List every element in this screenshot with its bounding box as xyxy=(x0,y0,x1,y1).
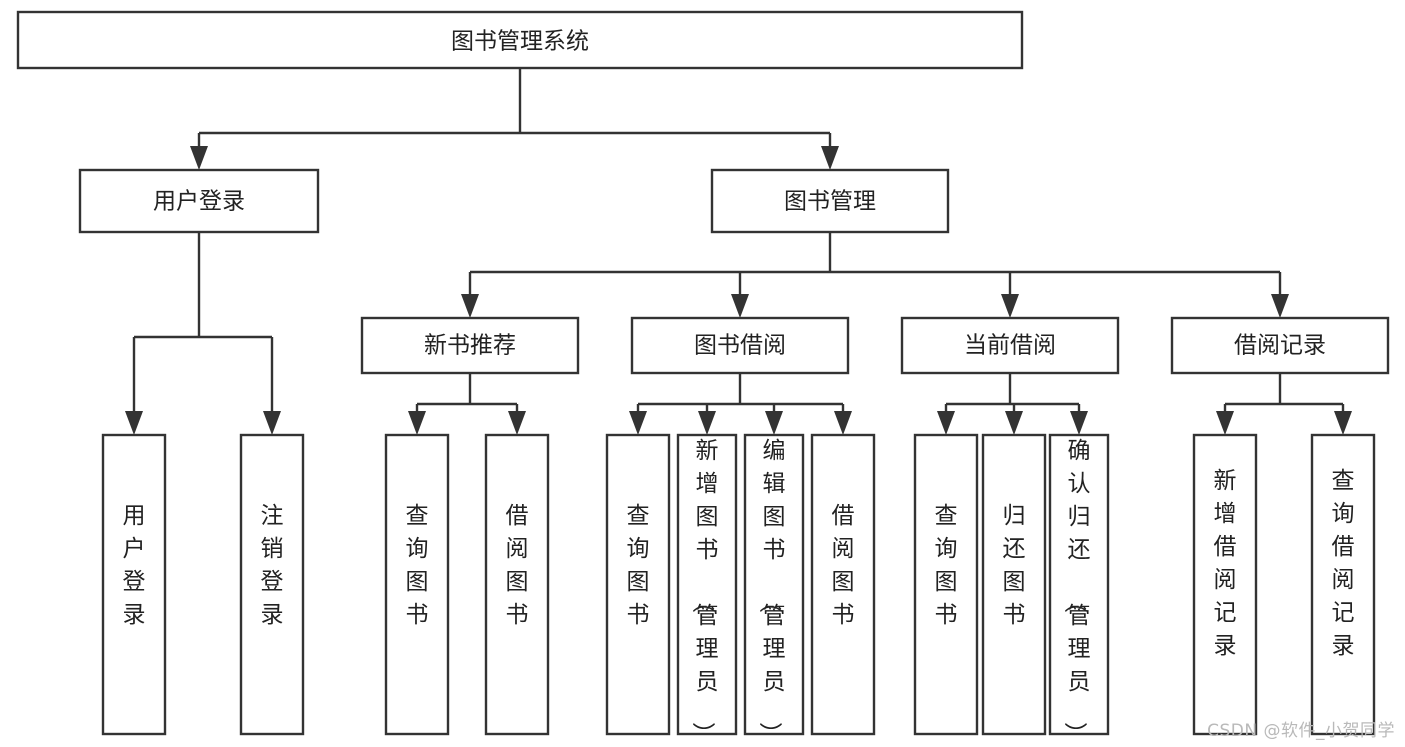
node-leaf-edit-book-admin-label: 编辑图书（管理员） xyxy=(757,438,786,745)
node-leaf-query-book-newbook-label: 查询图书 xyxy=(406,503,429,628)
node-leaf-add-book-admin[interactable]: 新增图书（管理员） xyxy=(676,433,738,745)
node-box xyxy=(900,316,1120,375)
node-box xyxy=(1048,433,1110,736)
node-leaf-query-borrow-record[interactable]: 查询借阅记录 xyxy=(1310,433,1376,736)
arrowhead-icon-leaf-confirm-return xyxy=(1070,411,1088,435)
node-current-borrow-label: 当前借阅 xyxy=(964,333,1056,359)
arrowhead-icon-leaf-add-record xyxy=(1216,411,1234,435)
node-leaf-query-book-current[interactable]: 查询图书 xyxy=(913,433,979,736)
node-current-borrow[interactable]: 当前借阅 xyxy=(900,316,1120,375)
node-box xyxy=(16,10,1024,70)
node-user-login-label: 用户登录 xyxy=(153,189,245,215)
node-box xyxy=(981,433,1047,736)
node-borrow-record-label: 借阅记录 xyxy=(1234,333,1326,359)
arrowhead-icon-leaf-logout xyxy=(263,411,281,435)
node-leaf-add-borrow-record[interactable]: 新增借阅记录 xyxy=(1192,433,1258,736)
node-book-borrow-label: 图书借阅 xyxy=(694,333,786,359)
arrowhead-icon-current xyxy=(1001,294,1019,318)
node-box xyxy=(676,433,738,736)
node-borrow-record[interactable]: 借阅记录 xyxy=(1170,316,1390,375)
arrowhead-icon-leaf-query-book-1 xyxy=(408,411,426,435)
arrowhead-icon-leaf-user-login xyxy=(125,411,143,435)
node-box xyxy=(239,433,305,736)
arrowhead-icon-leaf-borrow-book-1 xyxy=(508,411,526,435)
node-new-book-recommend-label: 新书推荐 xyxy=(424,333,516,359)
node-box xyxy=(360,316,580,375)
node-leaf-borrow-book-borrow[interactable]: 借阅图书 xyxy=(810,433,876,736)
node-box xyxy=(78,168,320,234)
node-leaf-query-borrow-record-label: 查询借阅记录 xyxy=(1332,468,1355,659)
arrowhead-icon-leaf-query-book-2 xyxy=(629,411,647,435)
connectors-layer xyxy=(125,68,1352,435)
node-box xyxy=(710,168,950,234)
arrowhead-icon-borrow xyxy=(731,294,749,318)
node-user-login[interactable]: 用户登录 xyxy=(78,168,320,234)
arrowhead-icon-leaf-add-book xyxy=(698,411,716,435)
node-leaf-user-login-label: 用户登录 xyxy=(123,503,146,628)
csdn-watermark: CSDN @软件_小贺同学 xyxy=(1207,721,1395,741)
arrowhead-icon-book-manage xyxy=(821,146,839,170)
arrowhead-icon-newbook xyxy=(461,294,479,318)
node-leaf-query-book-newbook[interactable]: 查询图书 xyxy=(384,433,450,736)
node-book-management-label: 图书管理 xyxy=(784,189,876,215)
node-box xyxy=(810,433,876,736)
node-box xyxy=(743,433,805,736)
node-box xyxy=(101,433,167,736)
node-leaf-query-book-current-label: 查询图书 xyxy=(935,503,958,628)
node-book-management[interactable]: 图书管理 xyxy=(710,168,950,234)
node-box xyxy=(384,433,450,736)
node-leaf-query-book-borrow[interactable]: 查询图书 xyxy=(605,433,671,736)
node-leaf-logout[interactable]: 注销登录 xyxy=(239,433,305,736)
arrowhead-icon-leaf-return-book xyxy=(1005,411,1023,435)
node-leaf-add-book-admin-label: 新增图书（管理员） xyxy=(690,438,719,745)
node-leaf-query-book-borrow-label: 查询图书 xyxy=(627,503,650,628)
node-box xyxy=(484,433,550,736)
node-root-book-system[interactable]: 图书管理系统 xyxy=(16,10,1024,70)
node-box xyxy=(1170,316,1390,375)
node-leaf-confirm-return-admin[interactable]: 确认归还（管理员） xyxy=(1048,433,1110,745)
node-box xyxy=(605,433,671,736)
node-leaf-borrow-book-borrow-label: 借阅图书 xyxy=(832,503,855,628)
arrowhead-icon-leaf-edit-book xyxy=(765,411,783,435)
arrowhead-icon-leaf-borrow-book-2 xyxy=(834,411,852,435)
node-new-book-recommend[interactable]: 新书推荐 xyxy=(360,316,580,375)
node-leaf-return-book[interactable]: 归还图书 xyxy=(981,433,1047,736)
node-root-label: 图书管理系统 xyxy=(451,29,589,55)
node-leaf-logout-label: 注销登录 xyxy=(261,503,284,628)
node-leaf-edit-book-admin[interactable]: 编辑图书（管理员） xyxy=(743,433,805,745)
node-leaf-borrow-book-newbook-label: 借阅图书 xyxy=(506,503,529,628)
node-leaf-borrow-book-newbook[interactable]: 借阅图书 xyxy=(484,433,550,736)
arrowhead-icon-leaf-query-book-3 xyxy=(937,411,955,435)
node-leaf-add-borrow-record-label: 新增借阅记录 xyxy=(1214,468,1237,659)
arrowhead-icon-user-login xyxy=(190,146,208,170)
arrowhead-icon-record xyxy=(1271,294,1289,318)
node-box xyxy=(630,316,850,375)
node-box xyxy=(913,433,979,736)
arrowhead-icon-leaf-query-record xyxy=(1334,411,1352,435)
node-leaf-confirm-return-admin-label: 确认归还（管理员） xyxy=(1062,438,1091,745)
node-box xyxy=(1310,433,1376,736)
node-leaf-user-login[interactable]: 用户登录 xyxy=(101,433,167,736)
node-box xyxy=(1192,433,1258,736)
node-leaf-return-book-label: 归还图书 xyxy=(1003,503,1026,628)
node-book-borrow[interactable]: 图书借阅 xyxy=(630,316,850,375)
